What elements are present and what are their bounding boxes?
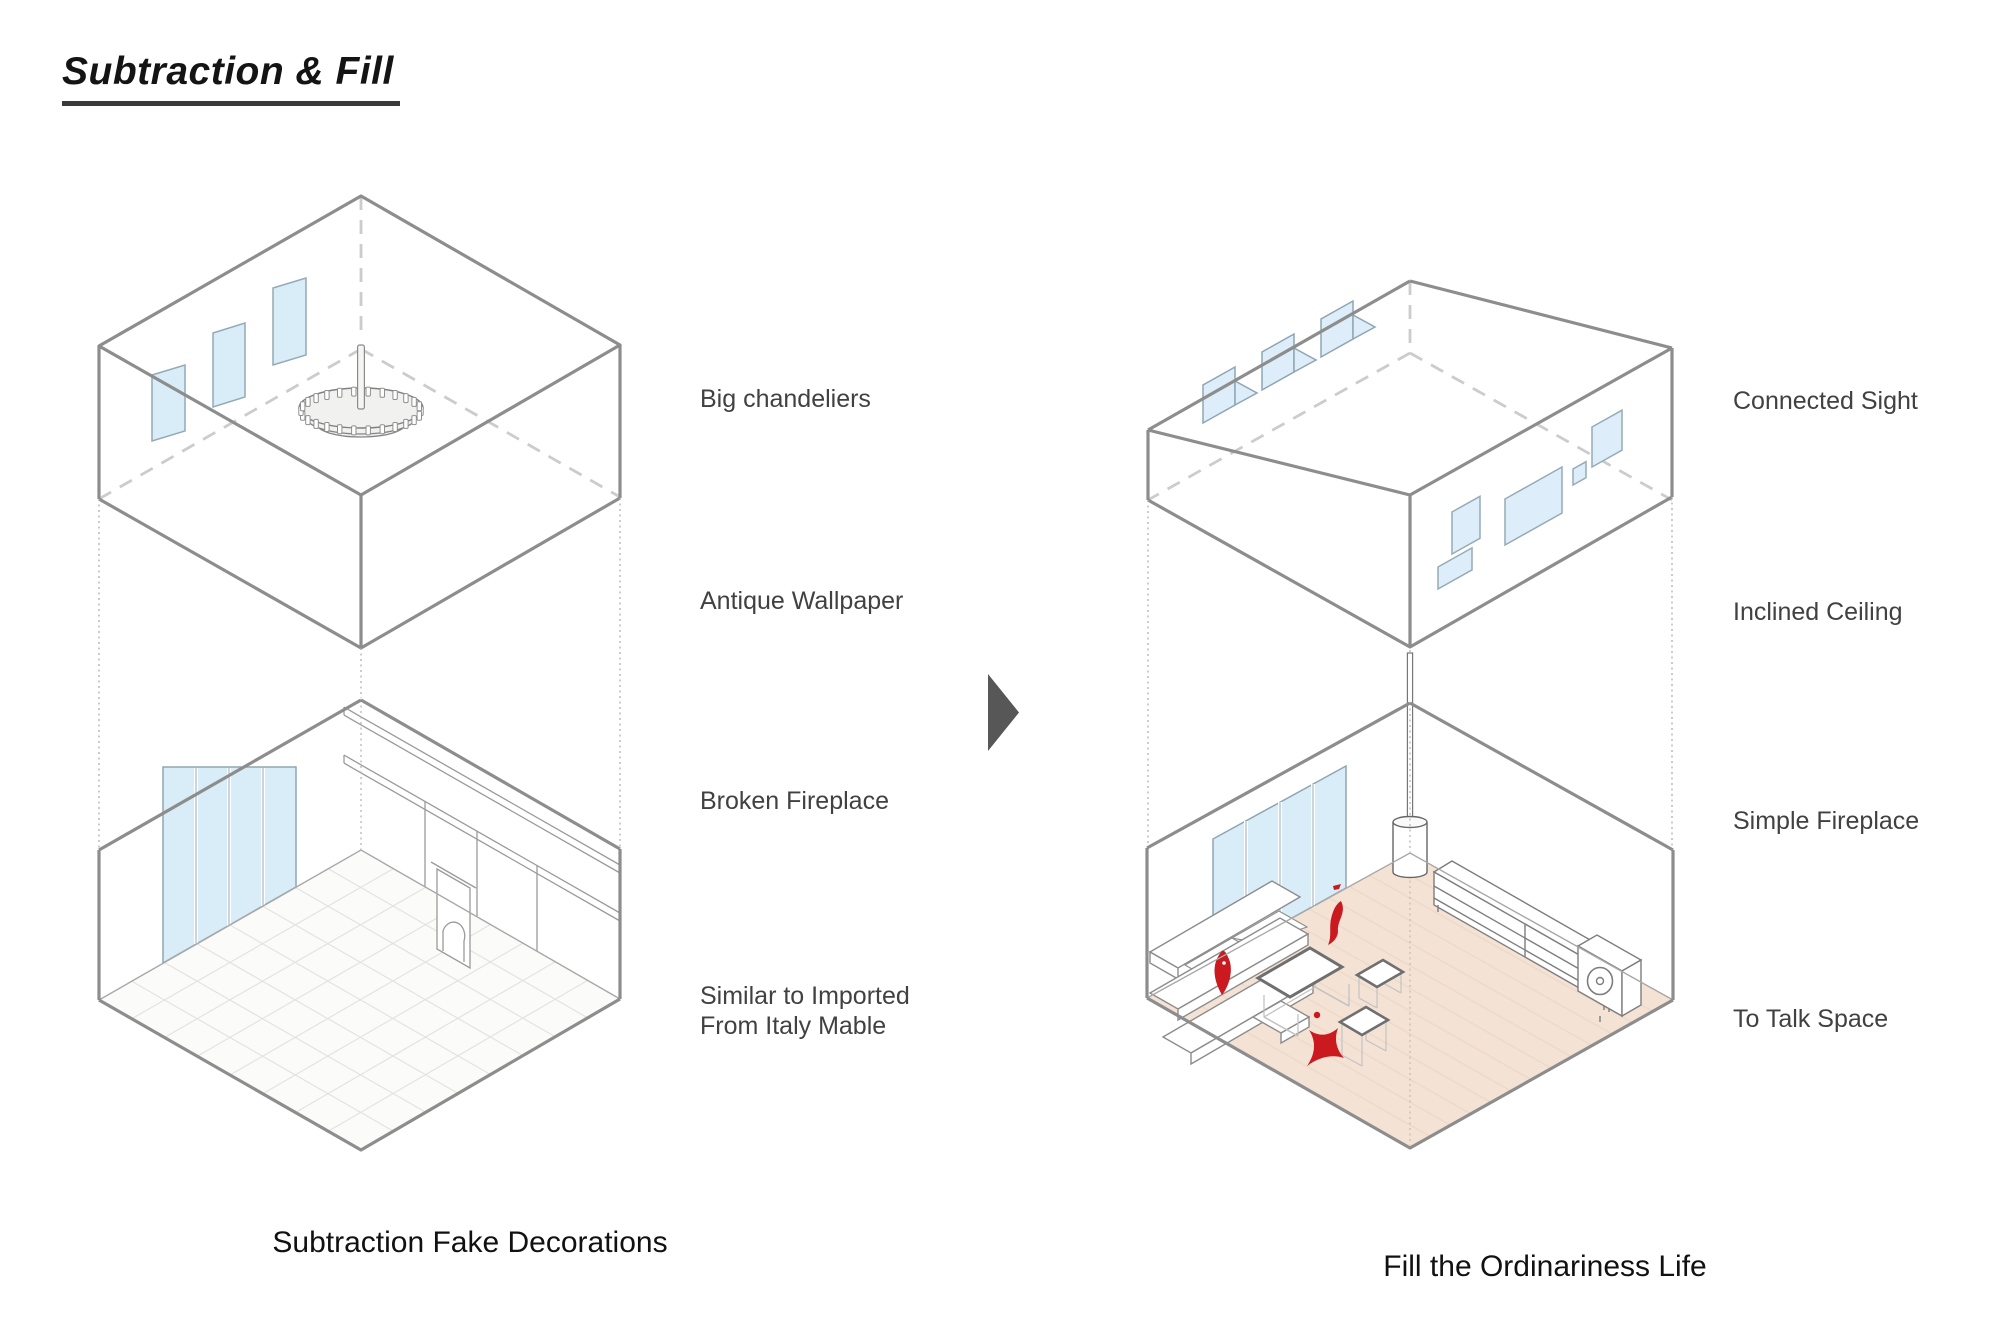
label-big-chandeliers: Big chandeliers xyxy=(700,385,871,413)
left-ceiling-box xyxy=(97,194,622,650)
label-broken-fireplace: Broken Fireplace xyxy=(700,787,889,815)
hidden-edges xyxy=(1147,281,1673,502)
label-italy-marble: Similar to Imported From Italy Mable xyxy=(700,982,910,1040)
box-edges xyxy=(1146,279,1674,649)
label-inclined-ceiling: Inclined Ceiling xyxy=(1733,598,1903,626)
left-figure xyxy=(97,194,622,1152)
skylights xyxy=(1202,299,1377,425)
wall-windows xyxy=(151,276,307,443)
right-wall xyxy=(1410,703,1673,1000)
box-edges xyxy=(1145,701,1675,1150)
left-room-box xyxy=(97,698,622,1152)
right-wall xyxy=(361,700,620,999)
right-figure xyxy=(1145,279,1675,1150)
glass-wall xyxy=(162,766,297,965)
side-tables xyxy=(1337,958,1406,1067)
right-ceiling-box xyxy=(1146,279,1674,649)
label-to-talk-space: To Talk Space xyxy=(1733,1005,1889,1033)
left-caption: Subtraction Fake Decorations xyxy=(272,1226,668,1259)
arrow-right-icon xyxy=(988,674,1019,751)
projection-lines xyxy=(1147,497,1673,848)
label-antique-wallpaper: Antique Wallpaper xyxy=(700,587,904,615)
right-caption: Fill the Ordinariness Life xyxy=(1383,1250,1707,1283)
right-room-box xyxy=(1145,652,1675,1150)
people-figures xyxy=(1214,884,1344,1066)
page-title: Subtraction & Fill xyxy=(62,50,400,106)
wall-windows xyxy=(1437,408,1623,591)
label-connected-sight: Connected Sight xyxy=(1733,387,1918,415)
label-simple-fireplace: Simple Fireplace xyxy=(1733,807,1920,835)
hidden-edges xyxy=(98,196,621,501)
box-edges xyxy=(97,698,622,1152)
coffee-table xyxy=(1255,946,1350,1037)
chandelier-icon xyxy=(298,344,424,438)
fireplace-wall xyxy=(343,706,621,970)
